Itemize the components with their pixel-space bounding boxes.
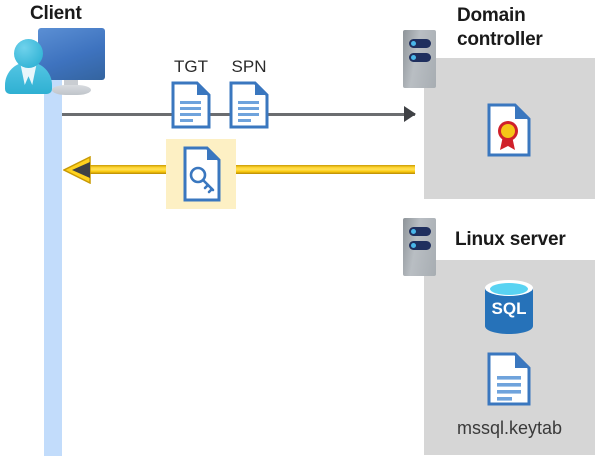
document-icon bbox=[171, 81, 211, 129]
monitor-neck bbox=[64, 78, 78, 89]
key-document-icon bbox=[183, 146, 221, 202]
monitor-screen bbox=[38, 28, 105, 80]
person-collar bbox=[20, 62, 37, 85]
certificate-document bbox=[487, 103, 531, 162]
request-arrow-head-icon bbox=[404, 106, 416, 122]
response-arrow-head-icon bbox=[62, 155, 91, 189]
server-bay-icon bbox=[409, 227, 431, 236]
person-head bbox=[14, 39, 43, 68]
monitor-base bbox=[52, 85, 91, 95]
server-bay-icon bbox=[409, 39, 431, 48]
linux-server-icon bbox=[403, 218, 436, 276]
keytab-document-icon bbox=[487, 352, 531, 406]
document-icon bbox=[229, 81, 269, 129]
keytab-document bbox=[487, 352, 531, 411]
spn-document: SPN bbox=[226, 57, 272, 129]
sql-database: SQL bbox=[481, 278, 537, 341]
sql-label: SQL bbox=[492, 299, 527, 318]
keytab-filename-label: mssql.keytab bbox=[456, 418, 563, 438]
client-title: Client bbox=[30, 3, 82, 24]
tgt-label: TGT bbox=[174, 57, 208, 76]
client-lifeline bbox=[44, 68, 62, 456]
key-document bbox=[183, 146, 221, 207]
sql-database-icon: SQL bbox=[485, 280, 533, 334]
spn-label: SPN bbox=[231, 57, 267, 76]
domain-controller-title: Domain controller bbox=[457, 5, 543, 50]
server-bay-icon bbox=[409, 241, 431, 250]
domain-controller-server-icon bbox=[403, 30, 436, 88]
tgt-document: TGT bbox=[168, 57, 214, 129]
certificate-document-icon bbox=[487, 103, 531, 157]
client-icon bbox=[0, 0, 120, 100]
server-bay-icon bbox=[409, 53, 431, 62]
linux-server-title: Linux server bbox=[455, 229, 566, 250]
response-arrow-line bbox=[84, 165, 415, 174]
